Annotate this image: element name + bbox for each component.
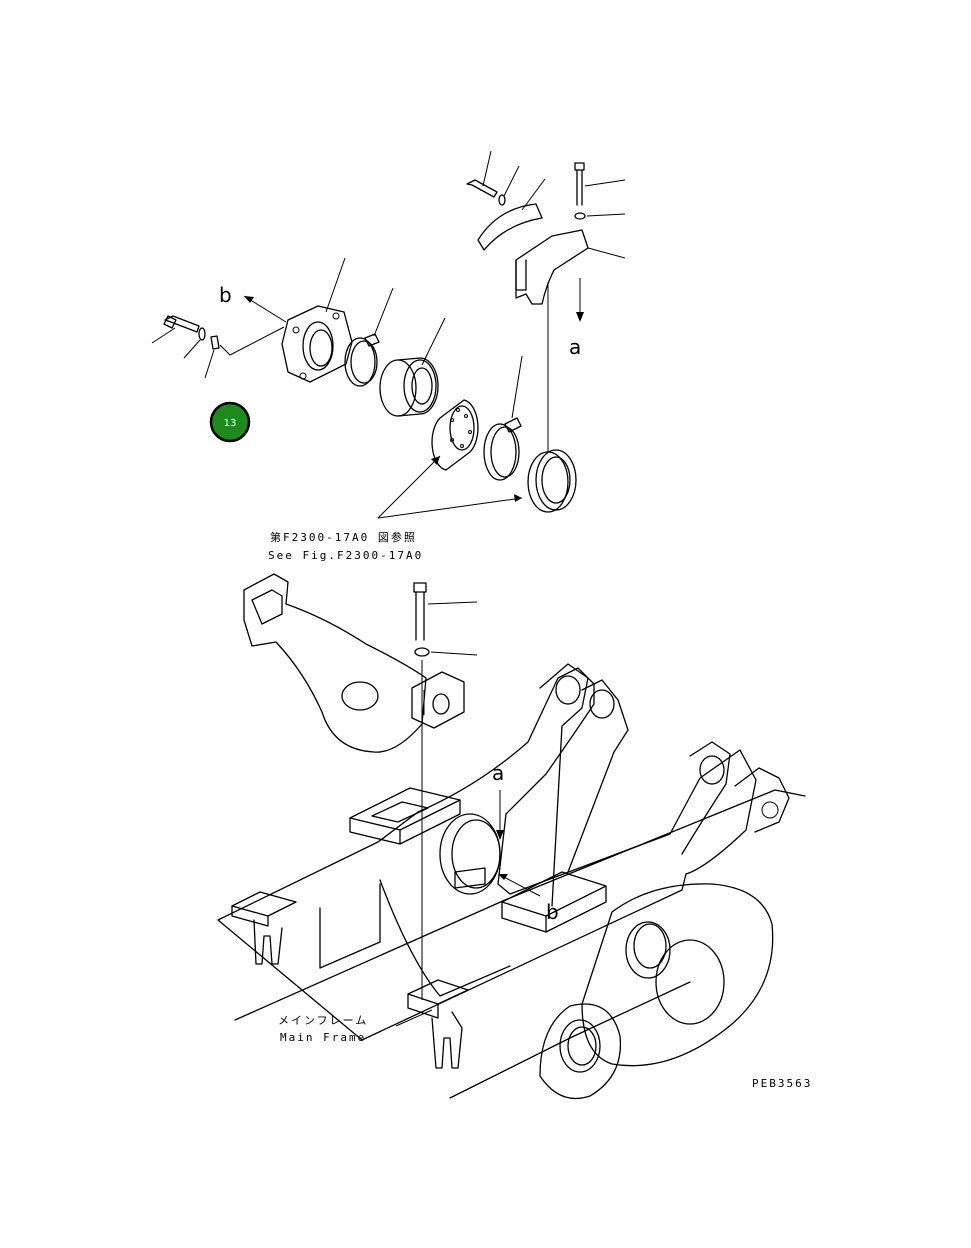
arm-pivot-block xyxy=(411,671,465,729)
swing-arm xyxy=(243,573,427,753)
seal-disc xyxy=(431,399,479,471)
reference-note-jp: 第F2300-17A0 図参照 xyxy=(270,530,417,544)
a-arrow-bottom xyxy=(496,790,504,840)
drawing-code: PEB3563 xyxy=(752,1077,812,1090)
frame-bolt xyxy=(413,582,478,1000)
washer-left xyxy=(183,327,206,359)
rear-tower xyxy=(681,741,790,855)
reference-note-en: See Fig.F2300-17A0 xyxy=(268,549,423,562)
callout-badge[interactable]: 13 xyxy=(209,401,251,443)
label-a-top: a xyxy=(569,335,581,359)
bottom-pad xyxy=(407,979,469,1069)
exploded-assembly xyxy=(151,150,626,519)
main-frame-assembly xyxy=(217,573,806,1100)
main-frame-label-en: Main Frame xyxy=(280,1031,366,1044)
cap-bracket xyxy=(477,178,546,251)
bolt-top xyxy=(466,150,520,206)
slewing-ring xyxy=(527,282,577,513)
callout-number: 13 xyxy=(224,418,237,429)
lower-pad xyxy=(501,871,607,933)
reference-arrows xyxy=(377,455,523,519)
b-arrow-top xyxy=(243,295,287,323)
gear-housing xyxy=(539,883,774,1100)
main-frame-leader xyxy=(395,1009,433,1027)
pivot-cap xyxy=(515,229,626,322)
left-bracket xyxy=(231,891,297,965)
label-b-top: b xyxy=(219,283,232,307)
label-a-bottom: a xyxy=(492,761,504,785)
bearing-housing xyxy=(379,317,446,417)
upper-pad xyxy=(349,787,461,845)
front-tower xyxy=(539,663,629,907)
label-b-bottom: b xyxy=(546,900,559,924)
pin-left xyxy=(204,326,285,379)
main-frame-label-jp: メインフレーム xyxy=(278,1014,368,1027)
bearing-cover xyxy=(281,257,353,383)
main-frame xyxy=(217,667,806,1099)
clamp-band-1 xyxy=(344,287,394,387)
bolt-long xyxy=(574,162,626,220)
b-arrow-bottom xyxy=(498,874,541,897)
bolt-left xyxy=(151,315,200,344)
clamp-band-2 xyxy=(483,355,523,481)
ring-seat xyxy=(439,813,501,895)
